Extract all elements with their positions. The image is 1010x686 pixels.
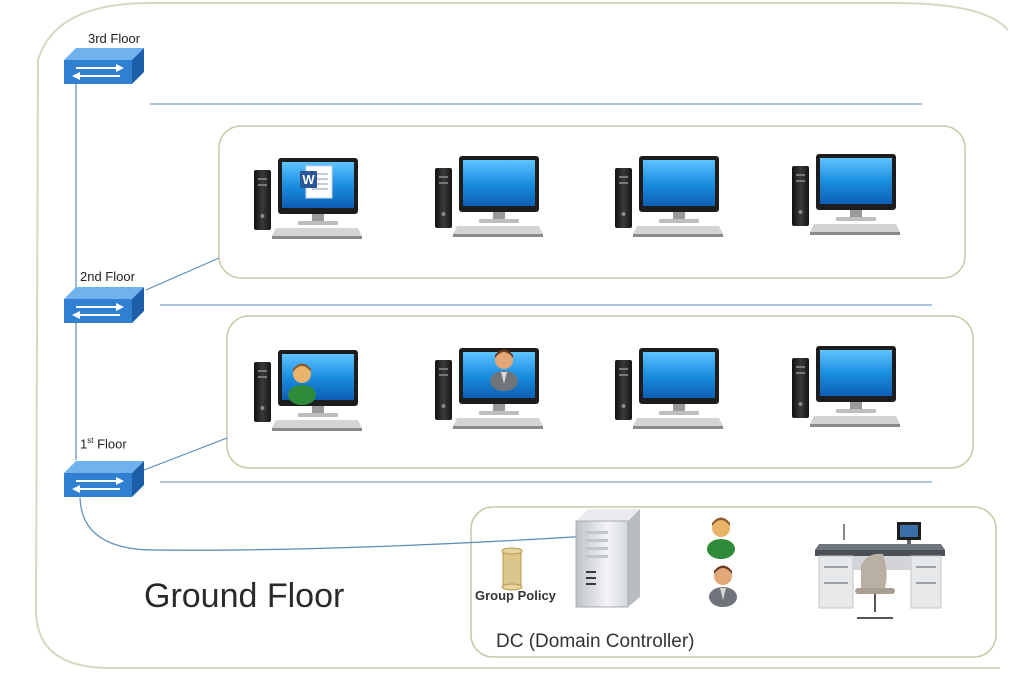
first-floor-label-suffix: st (87, 436, 94, 445)
desk-icon (815, 522, 945, 619)
svg-text:W: W (302, 172, 315, 187)
building-outline-top (150, 2, 1009, 31)
computer (435, 156, 543, 237)
computer (615, 348, 723, 429)
word-document-icon: W (300, 165, 333, 199)
link-switch-second-floor (145, 257, 220, 291)
first-floor-box (226, 315, 974, 469)
ground-floor-label: Ground Floor (144, 577, 345, 615)
link-switch-first-floor (143, 437, 228, 471)
switch-second-floor (63, 286, 145, 324)
link-switch-dc (79, 497, 591, 551)
third-floor-label: 3rd Floor (88, 31, 141, 46)
first-floor-label: 1st Floor (80, 436, 127, 451)
second-floor-box (218, 125, 966, 279)
computer (792, 154, 900, 235)
first-floor-label-number: 1 (80, 436, 88, 452)
scroll-icon (501, 547, 523, 591)
ground-floor-dc-box (470, 506, 997, 658)
switch-third-floor (63, 47, 145, 85)
dc-label: DC (Domain Controller) (496, 631, 695, 652)
computer (615, 156, 723, 237)
user-icon (709, 565, 737, 607)
building-outline (34, 2, 1000, 669)
switch-first-floor (63, 460, 145, 498)
computer (792, 346, 900, 427)
group-policy-label: Group Policy (475, 588, 556, 603)
server-icon (575, 509, 640, 608)
first-floor-label-text: Floor (93, 436, 127, 452)
user-icon (707, 517, 735, 559)
computer (435, 348, 543, 429)
second-floor-label: 2nd Floor (80, 269, 135, 284)
